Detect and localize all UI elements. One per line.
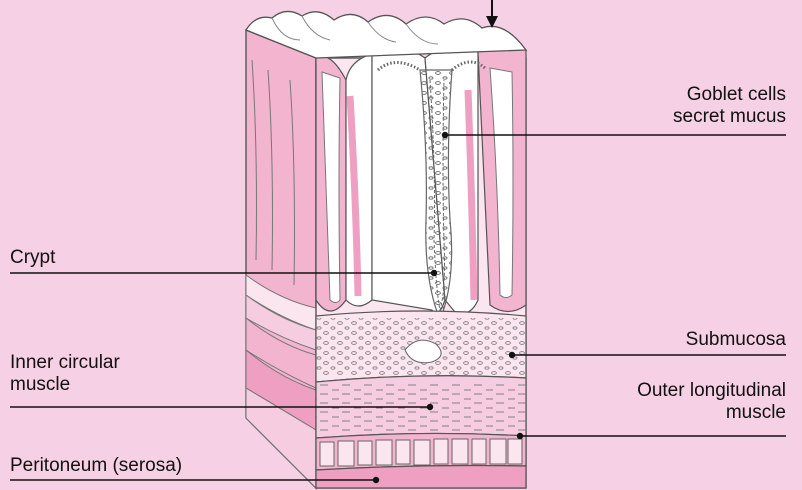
inner-circular-muscle-label: Inner circular muscle — [10, 352, 120, 396]
crypt-label-text: Crypt — [10, 247, 55, 269]
peritoneum-label-text: Peritoneum (serosa) — [10, 455, 182, 477]
submucosa-label-text: Submucosa — [686, 329, 786, 351]
goblet-cells-label-line2: secret mucus — [673, 106, 786, 128]
goblet-cells-label: Goblet cells secret mucus — [673, 84, 786, 128]
side-face — [246, 30, 316, 488]
submucosa-label: Submucosa — [686, 329, 786, 351]
serosa-layer — [316, 466, 526, 489]
inner-circular-muscle-label-line2: muscle — [10, 374, 120, 396]
crypt-label: Crypt — [10, 247, 55, 269]
peritoneum-label: Peritoneum (serosa) — [10, 455, 182, 477]
outer-longitudinal-muscle-label-line2: muscle — [637, 402, 786, 424]
outer-longitudinal-muscle-label: Outer longitudinal muscle — [637, 380, 786, 424]
down-arrow-icon — [486, 0, 498, 28]
submucosa-layer — [316, 311, 526, 382]
outer-longitudinal-muscle-label-line1: Outer longitudinal — [637, 380, 786, 402]
goblet-cells-label-line1: Goblet cells — [673, 84, 786, 106]
outer-longitudinal-muscle-layer — [316, 433, 526, 470]
inner-circular-muscle-label-line1: Inner circular — [10, 352, 120, 374]
